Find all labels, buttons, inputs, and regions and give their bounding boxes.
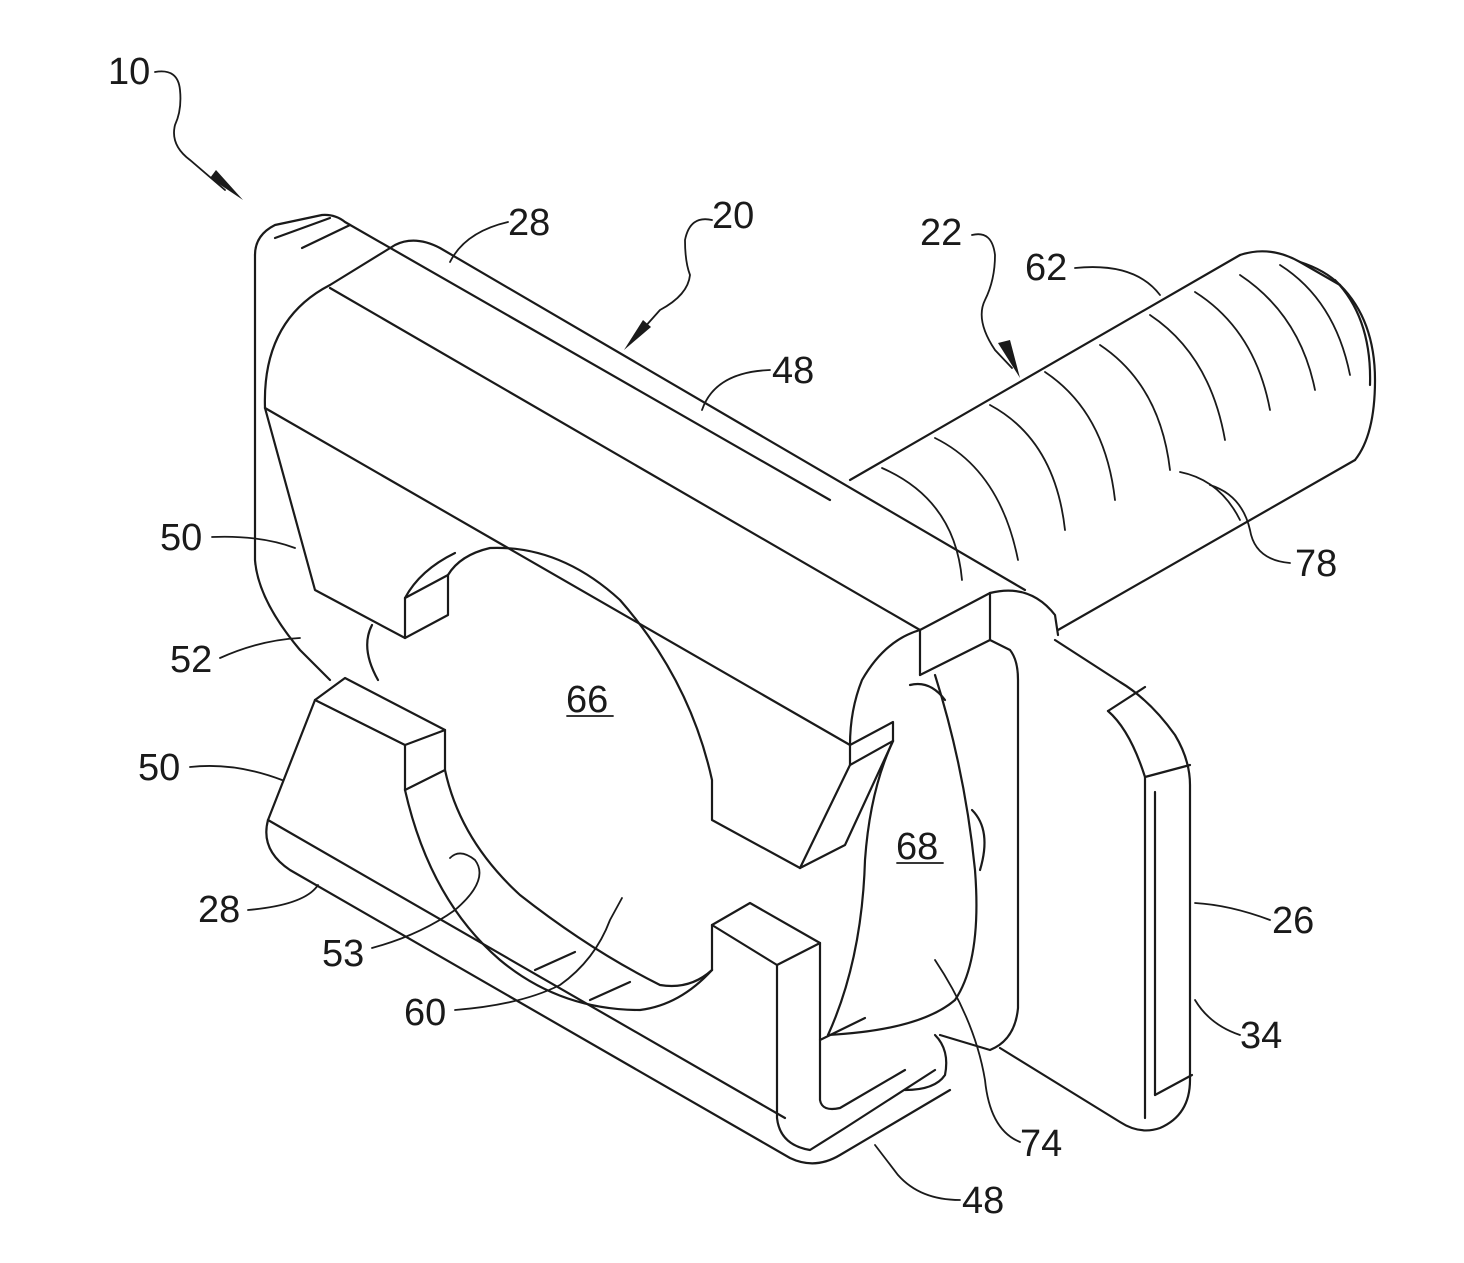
lower-wall [712, 903, 935, 1150]
leader-lines [155, 71, 1290, 1200]
upper-arm [265, 241, 1058, 1050]
label-74: 74 [1020, 1123, 1062, 1165]
label-28-top: 28 [508, 202, 550, 244]
label-50-upper: 50 [160, 517, 202, 559]
label-52: 52 [170, 639, 212, 681]
inner-wall [828, 675, 985, 1090]
label-50-lower: 50 [138, 747, 180, 789]
label-78: 78 [1295, 543, 1337, 585]
label-22: 22 [920, 212, 962, 254]
label-28-bottom: 28 [198, 889, 240, 931]
label-20: 20 [712, 195, 754, 237]
label-66: 66 [566, 679, 608, 721]
label-48-bottom: 48 [962, 1180, 1004, 1222]
bore [367, 625, 378, 680]
label-68: 68 [896, 826, 938, 868]
label-10: 10 [108, 51, 150, 93]
lower-jaw [266, 678, 950, 1163]
upper-jaw [265, 408, 893, 868]
label-62: 62 [1025, 247, 1067, 289]
label-53: 53 [322, 933, 364, 975]
label-60: 60 [404, 992, 446, 1034]
label-34: 34 [1240, 1015, 1282, 1057]
label-48-top: 48 [772, 350, 814, 392]
label-26: 26 [1272, 900, 1314, 942]
